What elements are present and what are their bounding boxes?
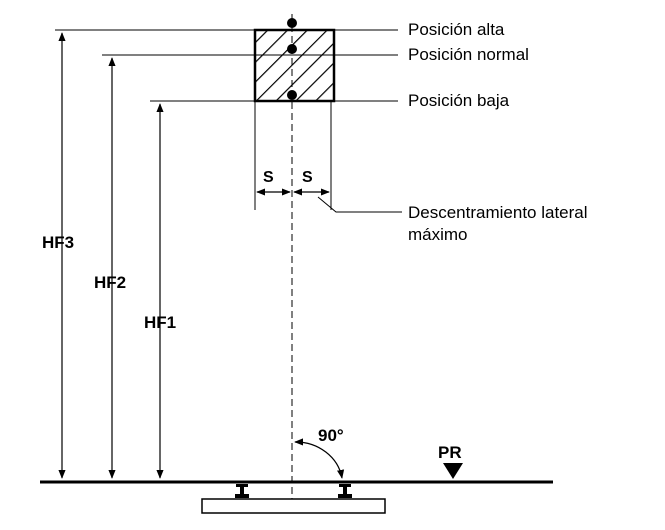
- rail-right: [338, 484, 352, 498]
- label-s-left: S: [263, 169, 274, 186]
- label-hf3: HF3: [42, 233, 74, 252]
- rail-left: [235, 484, 249, 498]
- label-pos-normal: Posición normal: [408, 45, 529, 64]
- label-pos-alta: Posición alta: [408, 20, 505, 39]
- angle-arc: [294, 438, 345, 479]
- dot-pos-alta: [287, 18, 297, 28]
- label-descentramiento-line1: Descentramiento lateral: [408, 203, 588, 222]
- label-pos-baja: Posición baja: [408, 91, 510, 110]
- pr-marker-icon: [443, 463, 463, 479]
- label-hf1: HF1: [144, 313, 176, 332]
- dot-pos-baja: [287, 90, 297, 100]
- dot-pos-normal: [287, 44, 297, 54]
- hatched-zone: [253, 28, 336, 103]
- label-pr: PR: [438, 443, 462, 462]
- label-hf2: HF2: [94, 273, 126, 292]
- descentramiento-leader: [317, 196, 402, 213]
- label-s-right: S: [302, 169, 313, 186]
- sleeper: [201, 498, 386, 514]
- label-angle: 90°: [318, 426, 344, 445]
- label-descentramiento-line2: máximo: [408, 225, 468, 244]
